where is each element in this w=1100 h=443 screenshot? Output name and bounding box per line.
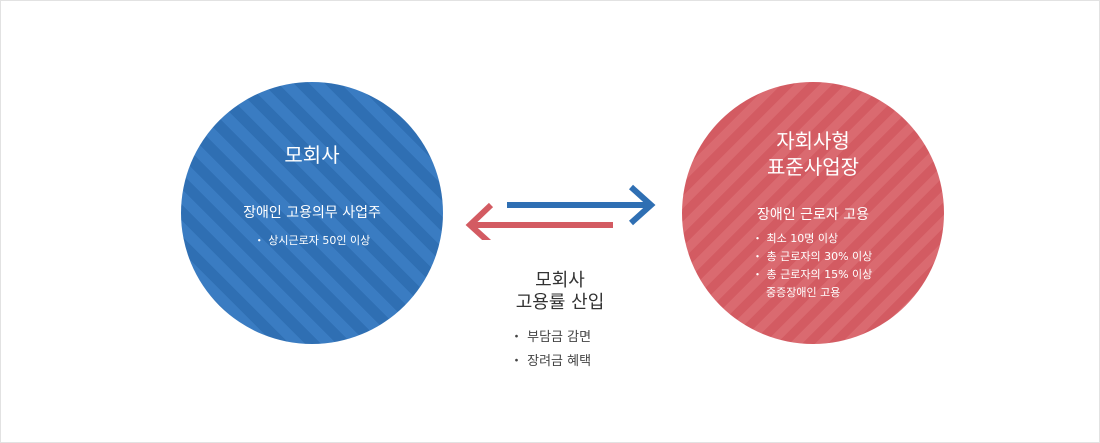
employment-rate-title: 모회사 고용률 산입 — [460, 270, 660, 314]
list-item: ・ 상시근로자 50인 이상 — [253, 234, 371, 247]
parent-company-subtitle: 장애인 고용의무 사업주 — [243, 205, 381, 221]
list-item: ・ 총 근로자의 15% 이상 — [752, 268, 873, 281]
parent-company-circle: 모회사 장애인 고용의무 사업주 ・ 상시근로자 50인 이상 — [181, 82, 443, 344]
list-item: ・ 부담금 감면 — [510, 330, 592, 345]
subsidiary-workplace-list: ・ 최소 10명 이상 ・ 총 근로자의 30% 이상 ・ 총 근로자의 15%… — [752, 230, 872, 302]
benefits-list: ・ 부담금 감면 ・ 장려금 혜택 — [510, 326, 591, 374]
list-item: ・ 총 근로자의 30% 이상 — [752, 250, 873, 263]
parent-company-title: 모회사 — [284, 143, 340, 167]
list-item: ・ 최소 10명 이상 — [752, 232, 839, 245]
subsidiary-title-line2: 표준사업장 — [767, 155, 859, 179]
middle-title-line1: 모회사 — [535, 270, 585, 291]
subsidiary-workplace-title: 자회사형 표준사업장 — [682, 128, 944, 180]
subsidiary-workplace-subtitle: 장애인 근로자 고용 — [757, 207, 869, 223]
exchange-arrows — [465, 184, 656, 240]
left-arrow-icon — [465, 202, 613, 240]
subsidiary-workplace-circle: 자회사형 표준사업장 장애인 근로자 고용 ・ 최소 10명 이상 ・ 총 근로… — [682, 82, 944, 344]
list-item: 중증장애인 고용 — [766, 286, 841, 299]
middle-title-line2: 고용률 산입 — [515, 292, 605, 313]
parent-company-list: ・ 상시근로자 50인 이상 — [181, 232, 443, 250]
right-arrow-icon — [507, 184, 656, 226]
subsidiary-title-line1: 자회사형 — [776, 129, 850, 153]
list-item: ・ 장려금 혜택 — [510, 354, 592, 369]
